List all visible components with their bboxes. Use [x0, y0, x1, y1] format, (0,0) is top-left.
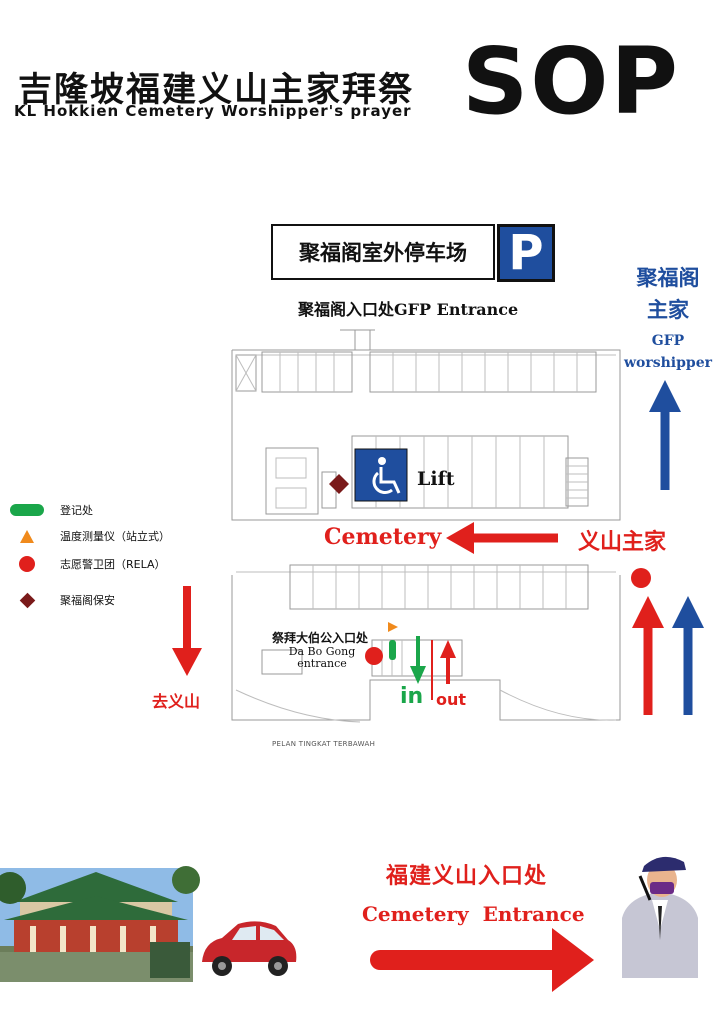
- red-circle-icon: [19, 556, 35, 572]
- gfp-worshipper-en-2: worshipper: [623, 355, 712, 371]
- entrance-red-up-arrow: [632, 596, 664, 715]
- go-cemetery-down-arrow: [172, 586, 202, 676]
- cemetery-label: Cemetery: [324, 524, 442, 550]
- building-photo: [0, 866, 200, 982]
- legend-label: 登记处: [60, 504, 93, 517]
- upper-building-outline: [231, 329, 621, 521]
- dabogong-en-line1: Da Bo Gong: [288, 645, 356, 658]
- legend-rela: 志愿警卫团（RELA）: [10, 556, 166, 572]
- parking-icon: P: [497, 224, 555, 282]
- security-diamond-icon: [329, 474, 349, 494]
- car-illustration: [202, 921, 297, 976]
- gfp-worshipper-en-1: GFP: [651, 333, 685, 349]
- cemetery-left-arrow: [446, 522, 558, 554]
- gfp-worshipper-cn-1: 聚福阁: [636, 265, 700, 290]
- cemetery-entrance-cn: 福建义山入口处: [386, 863, 548, 889]
- cemetery-entrance-right-arrow: [370, 928, 594, 992]
- gfp-worshipper-cn-2: 主家: [647, 297, 689, 322]
- title-chinese: 吉隆坡福建义山主家拜祭: [18, 70, 414, 110]
- green-pill-icon: [10, 504, 44, 516]
- lift-label: Lift: [417, 468, 455, 490]
- out-up-arrow: [440, 640, 456, 684]
- gfp-blue-up-arrow: [649, 380, 681, 490]
- legend-label: 聚福阁保安: [60, 594, 115, 607]
- thermometer-marker: [388, 622, 398, 632]
- legend-label: 温度测量仪（站立式）: [60, 530, 170, 543]
- in-label: in: [400, 684, 424, 709]
- in-down-arrow: [410, 636, 426, 684]
- legend-registration: 登记处: [10, 502, 93, 518]
- plan-caption: PELAN TINGKAT TERBAWAH: [272, 740, 376, 748]
- sop-title: SOP: [462, 28, 680, 135]
- security-guard-illustration: [622, 856, 698, 978]
- legend-thermometer: 温度测量仪（站立式）: [10, 528, 170, 544]
- dark-red-diamond-icon: [19, 592, 35, 608]
- go-cemetery-label: 去义山: [152, 692, 201, 711]
- out-label: out: [436, 690, 467, 709]
- rela-marker-dabogong: [365, 647, 383, 665]
- gfp-entrance-label: 聚福阁入口处GFP Entrance: [298, 300, 519, 319]
- legend-security: 聚福阁保安: [10, 592, 115, 608]
- rela-marker-right: [631, 568, 651, 588]
- orange-triangle-icon: [20, 529, 34, 543]
- cemetery-entrance-en: Cemetery Entrance: [362, 902, 585, 926]
- dabogong-cn-label: 祭拜大伯公入口处: [272, 631, 369, 645]
- dabogong-en-line2: entrance: [297, 657, 347, 670]
- cemetery-owner-label: 义山主家: [578, 529, 667, 555]
- legend-label: 志愿警卫团（RELA）: [60, 558, 166, 571]
- title-english: KL Hokkien Cemetery Worshipper's prayer: [14, 102, 412, 120]
- registration-marker: [389, 640, 396, 660]
- outdoor-parking-label: 聚福阁室外停车场: [271, 224, 495, 280]
- entrance-blue-up-arrow: [672, 596, 704, 715]
